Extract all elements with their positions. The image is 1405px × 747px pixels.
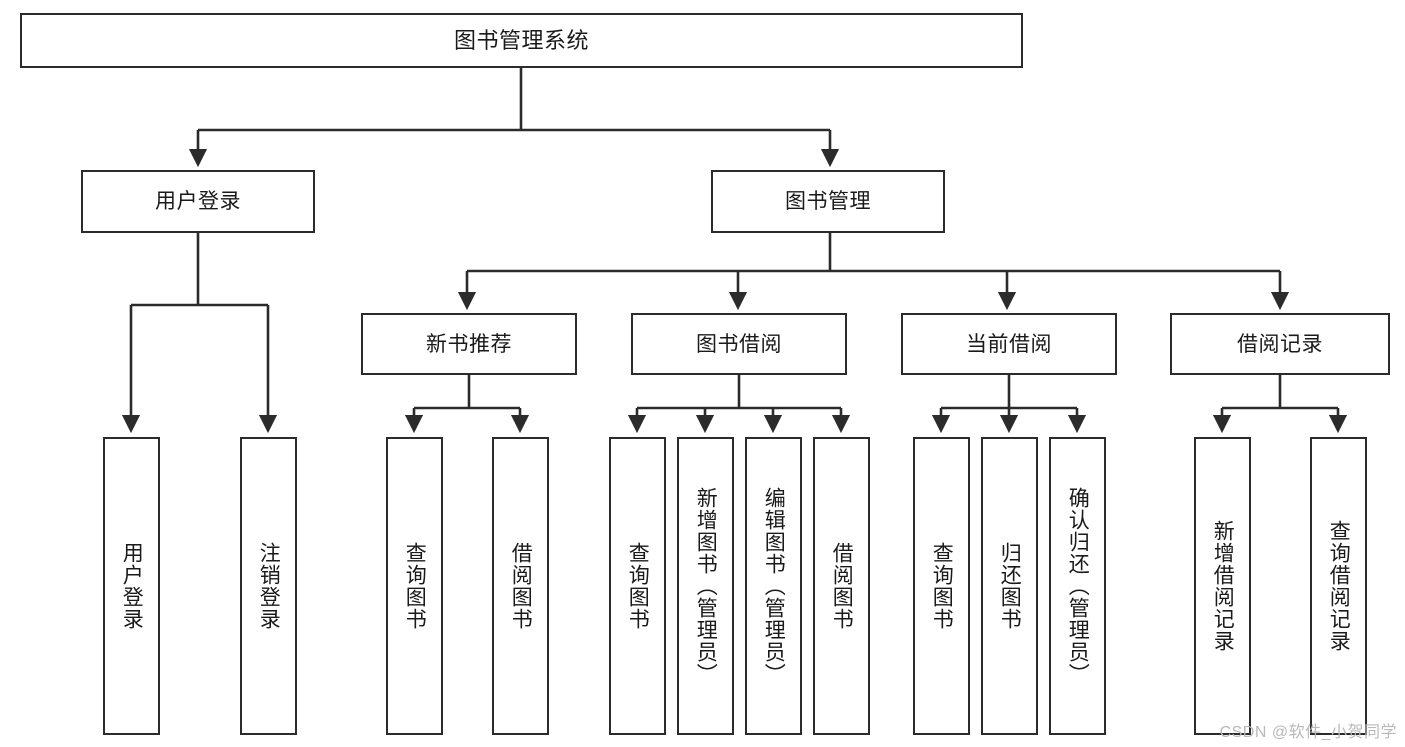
node-root-system[interactable]: 图书管理系统 bbox=[20, 13, 1023, 68]
node-label: 图书管理系统 bbox=[453, 27, 589, 53]
node-label: 新书推荐 bbox=[426, 332, 512, 356]
node-current-borrow[interactable]: 当前借阅 bbox=[901, 313, 1117, 375]
node-label: 借阅图书 bbox=[830, 542, 854, 630]
node-book-management[interactable]: 图书管理 bbox=[711, 170, 945, 233]
leaf-book-borrow-borrow[interactable]: 借阅图书 bbox=[813, 437, 870, 735]
node-new-book-recommend[interactable]: 新书推荐 bbox=[361, 313, 577, 375]
node-label: 借阅图书 bbox=[509, 542, 533, 630]
leaf-book-borrow-add[interactable]: 新增图书（管理员） bbox=[677, 437, 734, 735]
node-label: 新增图书（管理员） bbox=[694, 487, 718, 685]
node-label: 注销登录 bbox=[257, 542, 281, 630]
node-label: 查询图书 bbox=[626, 542, 650, 630]
leaf-book-borrow-query[interactable]: 查询图书 bbox=[609, 437, 666, 735]
node-user-login[interactable]: 用户登录 bbox=[81, 170, 315, 233]
leaf-borrow-record-query[interactable]: 查询借阅记录 bbox=[1310, 437, 1367, 735]
node-label: 查询图书 bbox=[930, 542, 954, 630]
node-label: 用户登录 bbox=[120, 542, 144, 630]
node-label: 借阅记录 bbox=[1237, 332, 1323, 356]
leaf-user-login-login[interactable]: 用户登录 bbox=[103, 437, 160, 735]
leaf-borrow-record-add[interactable]: 新增借阅记录 bbox=[1194, 437, 1251, 735]
leaf-current-borrow-return[interactable]: 归还图书 bbox=[981, 437, 1038, 735]
node-label: 编辑图书（管理员） bbox=[762, 487, 786, 685]
leaf-new-book-query[interactable]: 查询图书 bbox=[386, 437, 443, 735]
node-label: 查询借阅记录 bbox=[1327, 520, 1351, 652]
node-label: 图书借阅 bbox=[696, 332, 782, 356]
node-label: 新增借阅记录 bbox=[1211, 520, 1235, 652]
leaf-user-login-logout[interactable]: 注销登录 bbox=[240, 437, 297, 735]
node-label: 确认归还（管理员） bbox=[1066, 487, 1090, 685]
node-label: 当前借阅 bbox=[966, 332, 1052, 356]
node-book-borrow[interactable]: 图书借阅 bbox=[631, 313, 847, 375]
watermark-text: CSDN @软件_小贺同学 bbox=[1219, 724, 1397, 741]
node-label: 查询图书 bbox=[403, 542, 427, 630]
leaf-book-borrow-edit[interactable]: 编辑图书（管理员） bbox=[745, 437, 802, 735]
leaf-current-borrow-query[interactable]: 查询图书 bbox=[913, 437, 970, 735]
node-borrow-record[interactable]: 借阅记录 bbox=[1170, 313, 1390, 375]
node-label: 图书管理 bbox=[785, 190, 871, 213]
node-label: 归还图书 bbox=[998, 542, 1022, 630]
leaf-new-book-borrow[interactable]: 借阅图书 bbox=[492, 437, 549, 735]
leaf-current-borrow-confirm-return[interactable]: 确认归还（管理员） bbox=[1049, 437, 1106, 735]
node-label: 用户登录 bbox=[155, 190, 241, 213]
